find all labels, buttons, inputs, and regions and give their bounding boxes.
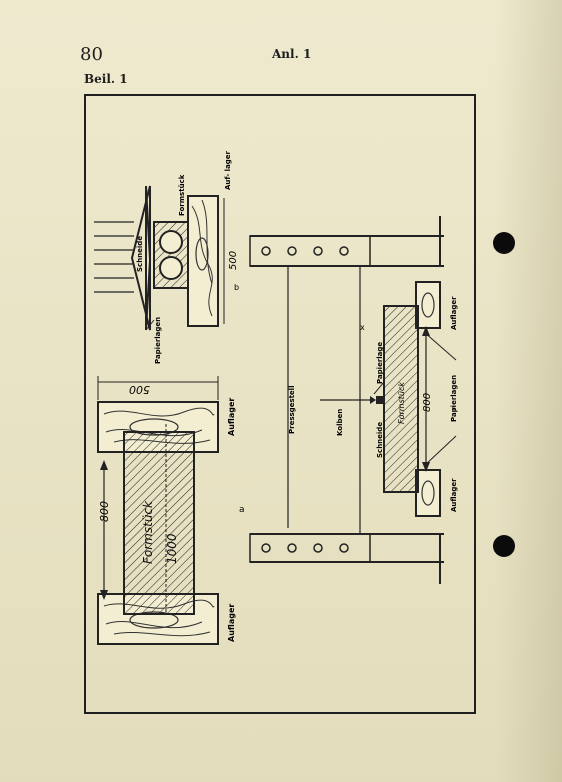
support-label-c-bottom: Auflager — [450, 478, 458, 512]
plate-label: Beil. 1 — [84, 72, 128, 86]
figure-a: 800 1000 Formstück 500 Auflager Auflager… — [97, 376, 245, 645]
support-label-c-top: Auflager — [450, 296, 458, 330]
binder-hole-bottom — [493, 535, 515, 557]
binder-hole-top — [493, 232, 515, 254]
support-label-bottom: Auflager — [227, 604, 236, 642]
figure-c-label: c — [452, 404, 456, 412]
paper-layers-label-b: Papierlagen — [154, 317, 162, 364]
width-500-b: 500 — [228, 251, 239, 270]
svg-text:x: x — [360, 323, 365, 332]
figure-frame — [84, 94, 476, 714]
figure-c: Pressgestell Auflager Auflager Formstück… — [249, 216, 458, 584]
dimension-1000: 1000 — [165, 533, 179, 564]
piston-label: Kolben — [336, 409, 344, 436]
page-number: 80 — [80, 44, 103, 65]
header-title: Anl. 1 — [272, 47, 312, 61]
paper-layers-label-c: Papierlagen — [450, 375, 458, 422]
press-frame-lower — [249, 533, 371, 563]
support-label-top: Auflager — [227, 398, 236, 436]
blade-label-c: Schneide — [376, 422, 384, 458]
figure-a-label: a — [239, 505, 245, 515]
press-frame-upper — [249, 235, 371, 267]
press-frame-label: Pressgestell — [288, 386, 296, 434]
support-label-b: Auf- lager — [224, 150, 232, 190]
technical-drawing: 800 1000 Formstück 500 Auflager Auflager… — [94, 150, 458, 645]
support-block-c-bottom — [415, 469, 441, 517]
form-piece-beam-c — [383, 305, 419, 493]
form-piece-beam — [123, 431, 195, 615]
dimension-800-a: 800 — [98, 501, 111, 522]
form-piece-label-c: Formstück — [397, 382, 406, 424]
support-block-c-top — [415, 281, 441, 329]
blade-label-b: Schneide — [136, 236, 144, 272]
support-block-b — [187, 195, 219, 327]
width-500-a: 500 — [129, 383, 150, 396]
figure-b-label: b — [234, 283, 239, 292]
figure-b: Schneide Formstück Auf- lager 500 b Papi… — [94, 150, 239, 364]
paper-layer-label-c: Papierlage — [376, 342, 384, 384]
dimension-800-c: 800 — [422, 393, 433, 412]
form-piece-label-b: Formstück — [178, 174, 186, 216]
form-piece-label-a: Formstück — [141, 500, 155, 564]
